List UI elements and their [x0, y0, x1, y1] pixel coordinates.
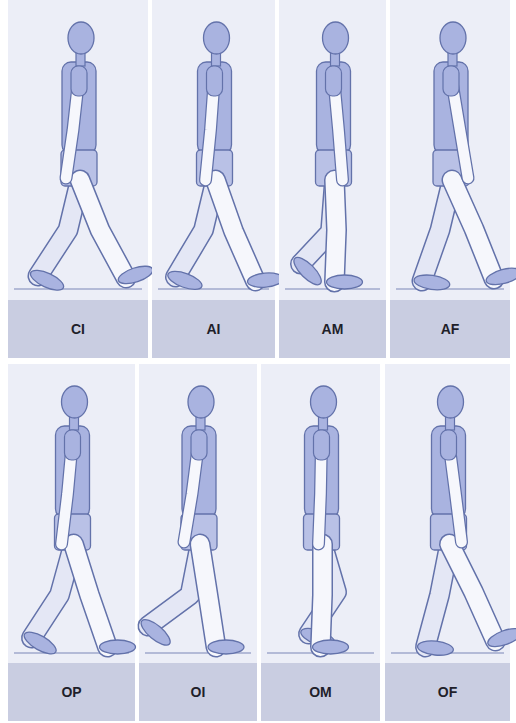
- leg-outline: [38, 180, 80, 276]
- panel-ground: [279, 0, 386, 358]
- ground-line: [14, 288, 142, 289]
- leg-outline: [200, 544, 216, 647]
- shoe: [327, 275, 363, 289]
- panel-ground: [385, 364, 510, 721]
- shoe: [417, 639, 454, 657]
- head: [438, 386, 464, 418]
- head: [323, 22, 349, 54]
- ground-line: [396, 288, 504, 289]
- walking-figure-panel: [279, 0, 386, 358]
- panel-ground: [139, 364, 257, 721]
- sleeve: [71, 66, 87, 96]
- phase-label: OM: [309, 684, 332, 700]
- panel-ground: [152, 0, 275, 358]
- shoe: [28, 266, 67, 294]
- leg: [450, 544, 496, 641]
- shoe: [290, 253, 325, 288]
- leg: [335, 180, 337, 282]
- shoe: [116, 263, 155, 287]
- walking-figure-panel: [390, 0, 516, 358]
- sleeve: [326, 66, 342, 96]
- head: [188, 386, 214, 418]
- shoe: [166, 268, 205, 293]
- phase-label-band: AF: [390, 300, 510, 358]
- sleeve: [443, 66, 459, 96]
- walking-figure-panel: [152, 0, 284, 358]
- sleeve: [441, 430, 457, 460]
- phase-label: OI: [191, 684, 206, 700]
- leg: [216, 180, 256, 281]
- phase-label-band: AI: [152, 300, 275, 358]
- phase-label-band: CI: [8, 300, 148, 358]
- leg-outline: [216, 180, 256, 281]
- walking-figure-panel: [137, 364, 257, 721]
- panel-ground: [8, 364, 135, 721]
- shoe: [484, 265, 516, 288]
- leg-outline: [452, 180, 494, 279]
- leg: [80, 180, 126, 278]
- panel-ground: [390, 0, 510, 358]
- head: [62, 386, 88, 418]
- shoe: [208, 640, 244, 654]
- panel-ground: [8, 0, 148, 358]
- head: [204, 22, 230, 54]
- leg: [200, 544, 216, 647]
- leg-outline: [450, 544, 496, 641]
- shoe: [21, 628, 59, 658]
- sleeve: [207, 66, 223, 96]
- panel-ground: [261, 364, 380, 721]
- walking-figure-panel: [385, 364, 516, 721]
- phase-label-band: OF: [385, 663, 510, 721]
- phase-label: CI: [71, 321, 85, 337]
- shoe: [247, 272, 284, 289]
- leg: [38, 180, 80, 276]
- leg-outline: [80, 180, 126, 278]
- phase-label: AM: [322, 321, 344, 337]
- phase-label: OP: [61, 684, 81, 700]
- walking-figure-panel: [8, 0, 155, 358]
- head: [311, 386, 337, 418]
- shoe: [313, 640, 349, 654]
- sleeve: [314, 430, 330, 460]
- leg-outline: [176, 180, 216, 277]
- phase-label-band: AM: [279, 300, 386, 358]
- phase-label-band: OM: [261, 663, 380, 721]
- shoe: [137, 615, 174, 649]
- shoe: [486, 625, 516, 650]
- phase-label: AI: [207, 321, 221, 337]
- phase-label: AF: [441, 321, 460, 337]
- head: [440, 22, 466, 54]
- leg: [321, 544, 323, 647]
- sleeve: [65, 430, 81, 460]
- walking-figure-panel: [8, 364, 136, 721]
- leg-outline: [74, 544, 108, 647]
- leg: [74, 544, 108, 647]
- shoe: [413, 273, 451, 292]
- leg-outline: [321, 544, 323, 647]
- leg: [452, 180, 494, 279]
- shoe: [100, 640, 136, 654]
- leg: [176, 180, 216, 277]
- head: [68, 22, 94, 54]
- walking-figure-panel: [261, 364, 380, 721]
- phase-label: OF: [438, 684, 457, 700]
- phase-label-band: OI: [139, 663, 257, 721]
- phase-label-band: OP: [8, 663, 135, 721]
- sleeve: [191, 430, 207, 460]
- leg-outline: [335, 180, 337, 282]
